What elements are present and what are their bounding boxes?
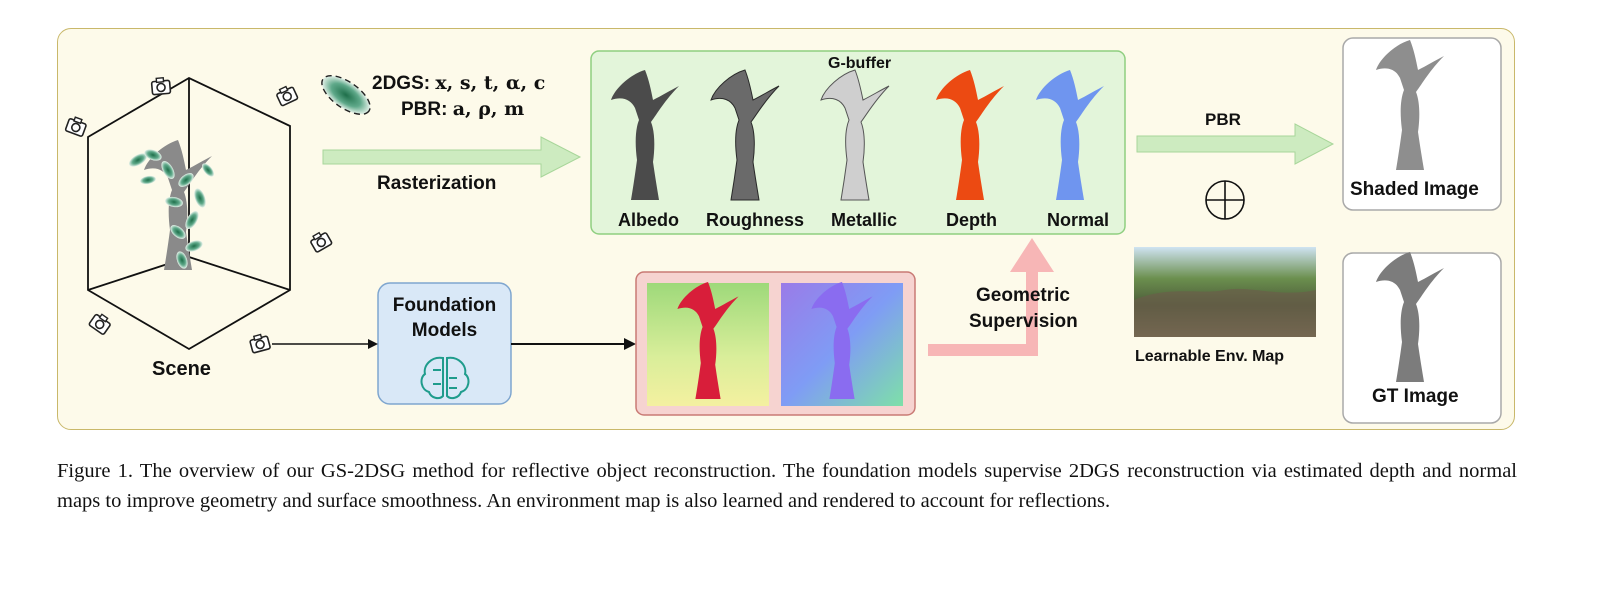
pbr-arrow: [1136, 123, 1335, 165]
channel-normal: Normal: [1047, 210, 1110, 230]
rasterization-label: Rasterization: [377, 173, 497, 194]
channel-albedo: Albedo: [618, 210, 679, 230]
gaussian-ellipse-icon: [321, 75, 371, 115]
shaded-image-box: [1342, 37, 1502, 211]
brain-icon: [420, 356, 470, 400]
figure-caption: Figure 1. The overview of our GS-2DSG me…: [57, 460, 1517, 512]
rasterization-arrow: [322, 136, 582, 178]
camera-icon: [150, 76, 172, 96]
scene-label: Scene: [152, 358, 211, 380]
geometric-supervision-arrow: [928, 238, 1054, 356]
foundation-label-1: Foundation: [392, 295, 497, 316]
geometric-label-2: Supervision: [969, 311, 1078, 332]
camera-icon: [307, 228, 334, 254]
params-2dgs-math: x, s, t, α, c: [435, 72, 546, 94]
circled-plus-icon: [1205, 180, 1245, 220]
env-map-label: Learnable Env. Map: [1135, 348, 1285, 365]
input-arrow: [272, 339, 378, 349]
gbuffer-title: G-buffer: [828, 55, 892, 72]
scene-cube: [87, 76, 291, 351]
params-pbr-math: a, ρ, m: [452, 98, 525, 120]
camera-icon: [87, 310, 114, 336]
params-line-pbr: PBR: a, ρ, m: [401, 98, 524, 121]
prediction-arrow: [511, 338, 636, 350]
camera-icon: [64, 114, 89, 138]
channel-metallic: Metallic: [831, 210, 898, 230]
params-pbr-prefix: PBR:: [401, 99, 448, 120]
pbr-label: PBR: [1205, 110, 1241, 129]
foundation-label-2: Models: [411, 320, 478, 341]
camera-icon: [248, 332, 272, 354]
gaussian-statue: [128, 140, 214, 270]
camera-icon: [274, 83, 299, 107]
gt-image-label: GT Image: [1372, 386, 1459, 407]
gt-image-box: [1342, 252, 1502, 424]
params-2dgs-prefix: 2DGS:: [372, 73, 431, 94]
geometric-label-1: Geometric: [976, 285, 1070, 306]
params-line-2dgs: 2DGS: x, s, t, α, c: [372, 72, 545, 95]
shaded-image-label: Shaded Image: [1350, 179, 1479, 200]
channel-depth: Depth: [946, 210, 997, 230]
channel-roughness: Roughness: [706, 210, 805, 230]
